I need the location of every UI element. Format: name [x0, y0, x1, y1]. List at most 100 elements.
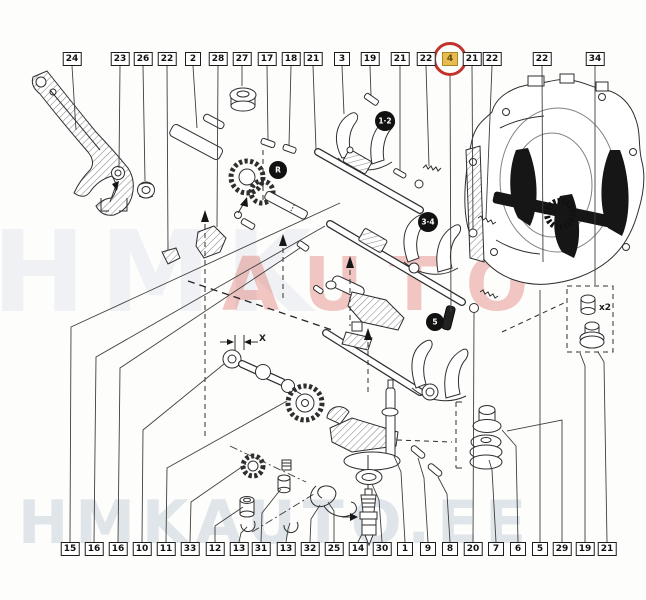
leader-line: [312, 65, 317, 150]
leader-line: [93, 225, 326, 543]
part-label-23[interactable]: 23: [110, 52, 130, 66]
part-label-27[interactable]: 27: [232, 52, 252, 66]
part-label-20[interactable]: 20: [463, 542, 483, 556]
part-label-28[interactable]: 28: [208, 52, 228, 66]
part-label-19[interactable]: 19: [360, 52, 380, 66]
leader-line: [597, 351, 608, 543]
part-label-8[interactable]: 8: [442, 542, 458, 556]
leader-line: [238, 526, 248, 543]
leader-line: [71, 65, 77, 131]
part-label-13[interactable]: 13: [276, 542, 296, 556]
leader-line: [437, 476, 451, 543]
qty-note-x2: x2: [599, 303, 611, 313]
part-label-24[interactable]: 24: [62, 52, 82, 66]
leader-line: [142, 65, 146, 182]
leader-line: [117, 247, 301, 543]
part-label-21[interactable]: 21: [390, 52, 410, 66]
part-label-32[interactable]: 32: [300, 542, 320, 556]
part-label-2[interactable]: 2: [185, 52, 201, 66]
leader-line: [285, 522, 291, 543]
part-label-34[interactable]: 34: [585, 52, 605, 66]
part-label-12[interactable]: 12: [205, 542, 225, 556]
wire-spring-clip: [310, 485, 357, 517]
guide-bushing: [137, 181, 155, 199]
bushing-kit-box: [566, 285, 614, 353]
part-label-19[interactable]: 19: [575, 542, 595, 556]
svg-text:1·2: 1·2: [378, 117, 391, 126]
leader-line: [541, 65, 544, 263]
leader-line: [357, 533, 363, 543]
rubber-mounts: [455, 401, 503, 470]
part-label-26[interactable]: 26: [133, 52, 153, 66]
leader-line: [472, 312, 475, 543]
part-label-21[interactable]: 21: [597, 542, 617, 556]
part-label-22[interactable]: 22: [482, 52, 502, 66]
leader-line: [327, 501, 335, 542]
detent-spring-ball-lower: [469, 289, 499, 313]
leader-line: [260, 488, 282, 543]
part-label-31[interactable]: 31: [251, 542, 271, 556]
leader-line: [425, 65, 430, 167]
part-label-22[interactable]: 22: [532, 52, 552, 66]
part-label-21[interactable]: 21: [303, 52, 323, 66]
part-label-11[interactable]: 11: [156, 542, 176, 556]
badge-reverse-r: R: [269, 161, 287, 179]
part-label-13[interactable]: 13: [229, 542, 249, 556]
leader-line: [506, 419, 563, 542]
badge-fork-1-2: 1·2: [375, 111, 395, 131]
linkage-rod: [220, 335, 302, 395]
damper-wheel: [285, 383, 325, 423]
part-label-10[interactable]: 10: [132, 542, 152, 556]
part-label-3[interactable]: 3: [334, 52, 350, 66]
svg-text:5: 5: [432, 318, 437, 327]
part-label-25[interactable]: 25: [324, 542, 344, 556]
dim-label-x: X: [259, 334, 266, 344]
leader-line: [166, 65, 169, 251]
leader-line: [266, 65, 269, 141]
part-label-7[interactable]: 7: [488, 542, 504, 556]
leader-line: [393, 455, 406, 543]
selector-rail-5: [322, 275, 469, 449]
shaft-cap: [229, 87, 257, 112]
ribbed-knob: [240, 453, 266, 479]
part-label-15[interactable]: 15: [60, 542, 80, 556]
part-label-30[interactable]: 30: [372, 542, 392, 556]
leader-line: [369, 65, 372, 97]
leader-line: [471, 65, 474, 230]
leader-line: [189, 463, 247, 543]
part-label-4[interactable]: 4: [442, 52, 458, 66]
leader-line: [501, 429, 519, 543]
badge-fork-5: 5: [426, 313, 444, 331]
part-label-17[interactable]: 17: [257, 52, 277, 66]
selector-clip: [195, 225, 227, 259]
part-label-16[interactable]: 16: [108, 542, 128, 556]
part-label-21[interactable]: 21: [462, 52, 482, 66]
part-label-22[interactable]: 22: [416, 52, 436, 66]
part-label-1[interactable]: 1: [397, 542, 413, 556]
leader-line: [216, 65, 219, 228]
leader-line: [309, 504, 321, 543]
part-label-14[interactable]: 14: [348, 542, 368, 556]
leader-line: [371, 483, 383, 543]
badge-fork-3-4: 3·4: [418, 212, 438, 232]
part-label-33[interactable]: 33: [180, 542, 200, 556]
part-label-6[interactable]: 6: [510, 542, 526, 556]
fork-pad: [161, 247, 181, 265]
bushings-circlips: [239, 459, 299, 534]
dowel-pins: [410, 445, 443, 477]
leader-line: [288, 65, 292, 146]
leader-line: [141, 363, 225, 543]
leader-line: [69, 202, 341, 543]
leader-line: [192, 65, 198, 129]
part-label-9[interactable]: 9: [420, 542, 436, 556]
svg-text:3·4: 3·4: [421, 218, 434, 227]
part-label-29[interactable]: 29: [552, 542, 572, 556]
part-label-5[interactable]: 5: [532, 542, 548, 556]
gearbox-housing: [464, 73, 645, 285]
svg-text:R: R: [275, 166, 281, 175]
part-label-22[interactable]: 22: [157, 52, 177, 66]
part-label-18[interactable]: 18: [281, 52, 301, 66]
part-label-16[interactable]: 16: [84, 542, 104, 556]
